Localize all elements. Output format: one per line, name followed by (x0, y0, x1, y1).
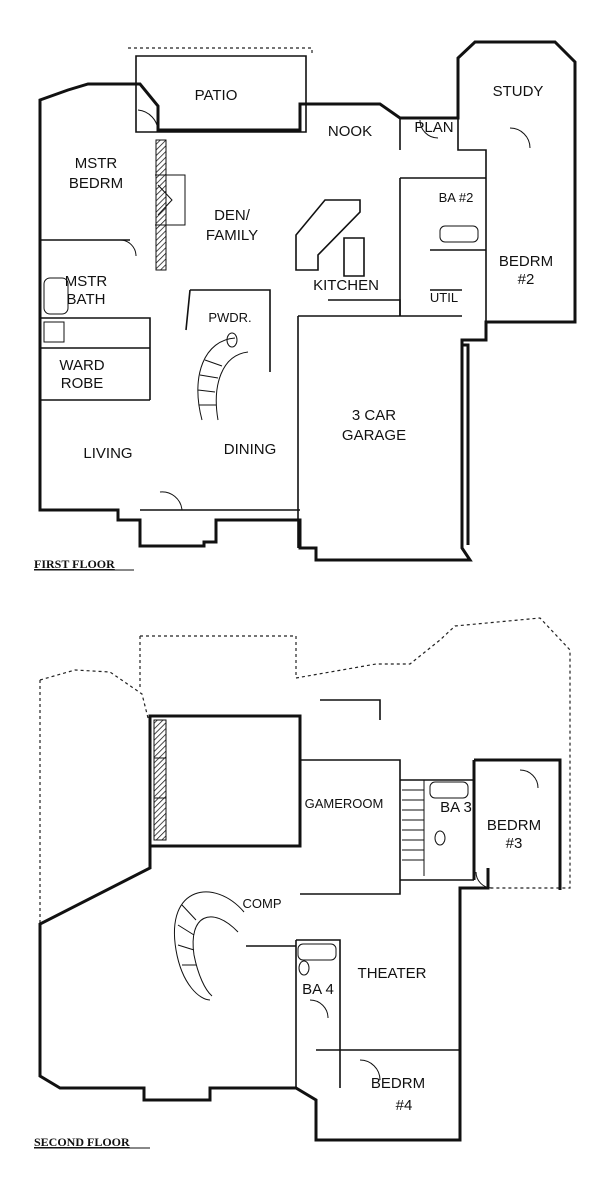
label-comp: COMP (243, 896, 282, 911)
second-floor (38, 617, 571, 1142)
label-mstr-bath-2: BATH (67, 291, 106, 308)
patio-roof (128, 47, 313, 56)
gameroom-stair (402, 779, 425, 876)
second-floor-caption: SECOND FLOOR (34, 1135, 130, 1149)
ba4-toilet (298, 960, 310, 976)
label-util: UTIL (430, 290, 458, 305)
label-den-2: FAMILY (206, 227, 258, 244)
label-patio: PATIO (195, 87, 238, 104)
label-living: LIVING (83, 445, 132, 462)
loft-opening (153, 757, 167, 799)
master-tub (43, 277, 69, 315)
label-ba2: BA #2 (439, 190, 474, 205)
doors-second-floor (309, 769, 539, 1081)
label-bedrm2-1: BEDRM (499, 253, 553, 270)
first-floor (38, 40, 577, 562)
pwdr-toilet (226, 332, 238, 348)
label-garage-1: 3 CAR (352, 407, 396, 424)
label-nook: NOOK (328, 123, 372, 140)
first-floor-outline (38, 40, 577, 562)
label-pwdr: PWDR. (208, 310, 251, 325)
label-bedrm3-2: #3 (506, 835, 523, 852)
kitchen-counters (295, 199, 401, 316)
label-kitchen: KITCHEN (313, 277, 379, 294)
label-den-1: DEN/ (214, 207, 251, 224)
fireplace (155, 174, 186, 226)
second-floor-outline (38, 714, 562, 1142)
label-study: STUDY (493, 83, 544, 100)
room-labels: PATIO STUDY NOOK PLAN MSTR BEDRM DEN/ FA… (59, 83, 553, 1114)
label-mstr-bedrm-2: BEDRM (69, 175, 123, 192)
label-ward-1: WARD (59, 357, 104, 374)
label-bedrm2-2: #2 (518, 271, 535, 288)
label-bedrm3-1: BEDRM (487, 817, 541, 834)
first-floor-interior-walls (40, 118, 487, 548)
label-ba4: BA 4 (302, 981, 334, 998)
label-plan: PLAN (414, 119, 453, 136)
ba4-tub (297, 943, 337, 961)
second-floor-interior-walls (246, 699, 474, 1088)
label-bedrm4-1: BEDRM (371, 1075, 425, 1092)
first-floor-caption: FIRST FLOOR (34, 557, 115, 571)
ba3-tub (429, 781, 469, 799)
patio-outline (135, 55, 307, 133)
ward-robe-shelf (43, 321, 65, 343)
label-mstr-bedrm-1: MSTR (75, 155, 118, 172)
label-ba3: BA 3 (440, 799, 472, 816)
label-gameroom: GAMEROOM (305, 796, 384, 811)
label-mstr-bath-1: MSTR (65, 273, 108, 290)
garage-door (462, 343, 470, 545)
label-bedrm4-2: #4 (396, 1097, 413, 1114)
label-dining: DINING (224, 441, 277, 458)
ba3-toilet (434, 830, 446, 846)
label-ward-2: ROBE (61, 375, 104, 392)
stair-curve (197, 337, 249, 421)
doors-first-floor (119, 109, 531, 511)
fireplace-hatch (155, 139, 167, 271)
loft-hatch (153, 719, 167, 841)
second-floor-roof-outline (39, 617, 571, 924)
label-theater: THEATER (358, 965, 427, 982)
label-garage-2: GARAGE (342, 427, 406, 444)
bath2-tub (439, 225, 479, 243)
spiral-stair (174, 891, 245, 1001)
